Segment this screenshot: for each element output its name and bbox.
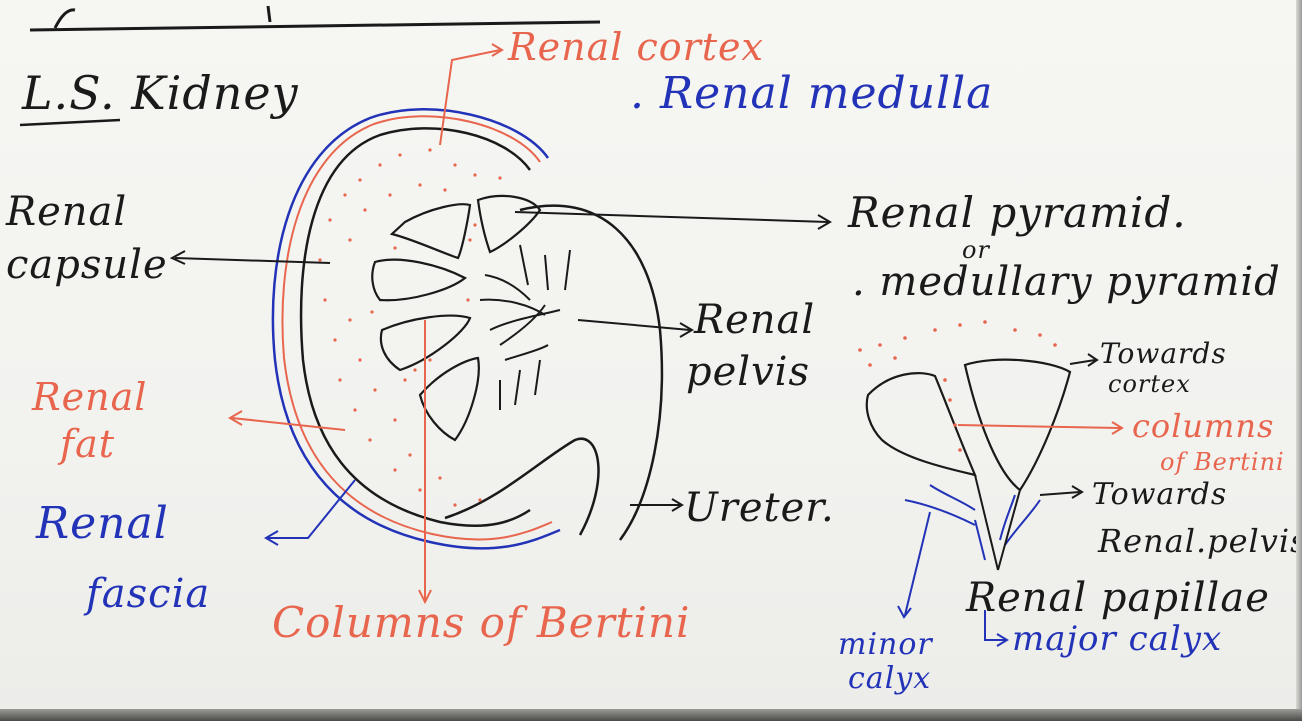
pyramid-2: [478, 196, 540, 252]
cortex-dots: [318, 148, 501, 506]
title-ls-kidney: L.S. Kidney: [22, 70, 299, 116]
label-renal-fat-line2: fat: [60, 425, 115, 463]
label-towards-cortex-line1: Towards: [1100, 340, 1227, 368]
label-renal-papillae: Renal papillae: [966, 578, 1270, 618]
label-renal-fascia-line2: fascia: [86, 574, 210, 614]
label-renal-pyramid: Renal pyramid.: [848, 192, 1187, 234]
renal-fat-outline: [282, 116, 552, 539]
pyramid-5: [420, 358, 479, 440]
top-tick: [268, 6, 270, 22]
label-renal-capsule-line1: Renal: [6, 192, 127, 232]
label-major-calyx: major calyx: [1012, 622, 1222, 656]
label-renal-fat-line1: Renal: [32, 378, 147, 416]
label-columns-right-line1: columns: [1132, 410, 1274, 442]
title-underline: [20, 120, 120, 125]
label-ureter: Ureter.: [684, 488, 835, 528]
calyx-branches: [480, 245, 570, 410]
whiteboard-frame-bottom: [0, 709, 1302, 721]
label-renal-capsule-line2: capsule: [6, 245, 168, 285]
pyramid-3: [372, 260, 465, 301]
whiteboard-frame-right: [1296, 0, 1302, 721]
papilla-converge: [975, 475, 1020, 570]
hilum-curve: [520, 206, 662, 540]
label-minor-calyx-line2: calyx: [848, 664, 931, 694]
label-columns-right-line2: of Bertini: [1160, 450, 1285, 474]
label-renal-fascia-line1: Renal: [36, 502, 169, 546]
label-renal-medulla: . Renal medulla: [630, 72, 993, 116]
label-towards-pelvis-line1: Towards: [1092, 480, 1227, 510]
label-towards-pelvis-line2: Renal.pelvis: [1098, 525, 1302, 557]
label-medullary-pyramid: . medullary pyramid: [852, 262, 1281, 302]
pyramid-1: [392, 204, 470, 258]
arrows: [172, 44, 1122, 646]
label-renal-pelvis-line2: pelvis: [686, 352, 810, 392]
papilla-lines: [905, 485, 1040, 560]
top-scribble: [55, 10, 75, 28]
label-renal-pelvis-line1: Renal: [694, 300, 815, 340]
label-renal-cortex: Renal cortex: [508, 28, 764, 66]
ureter-curve: [445, 439, 599, 535]
label-towards-cortex-line2: cortex: [1108, 372, 1191, 396]
label-columns-of-bertini: Columns of Bertini: [272, 602, 690, 644]
label-minor-calyx-line1: minor: [838, 630, 933, 660]
